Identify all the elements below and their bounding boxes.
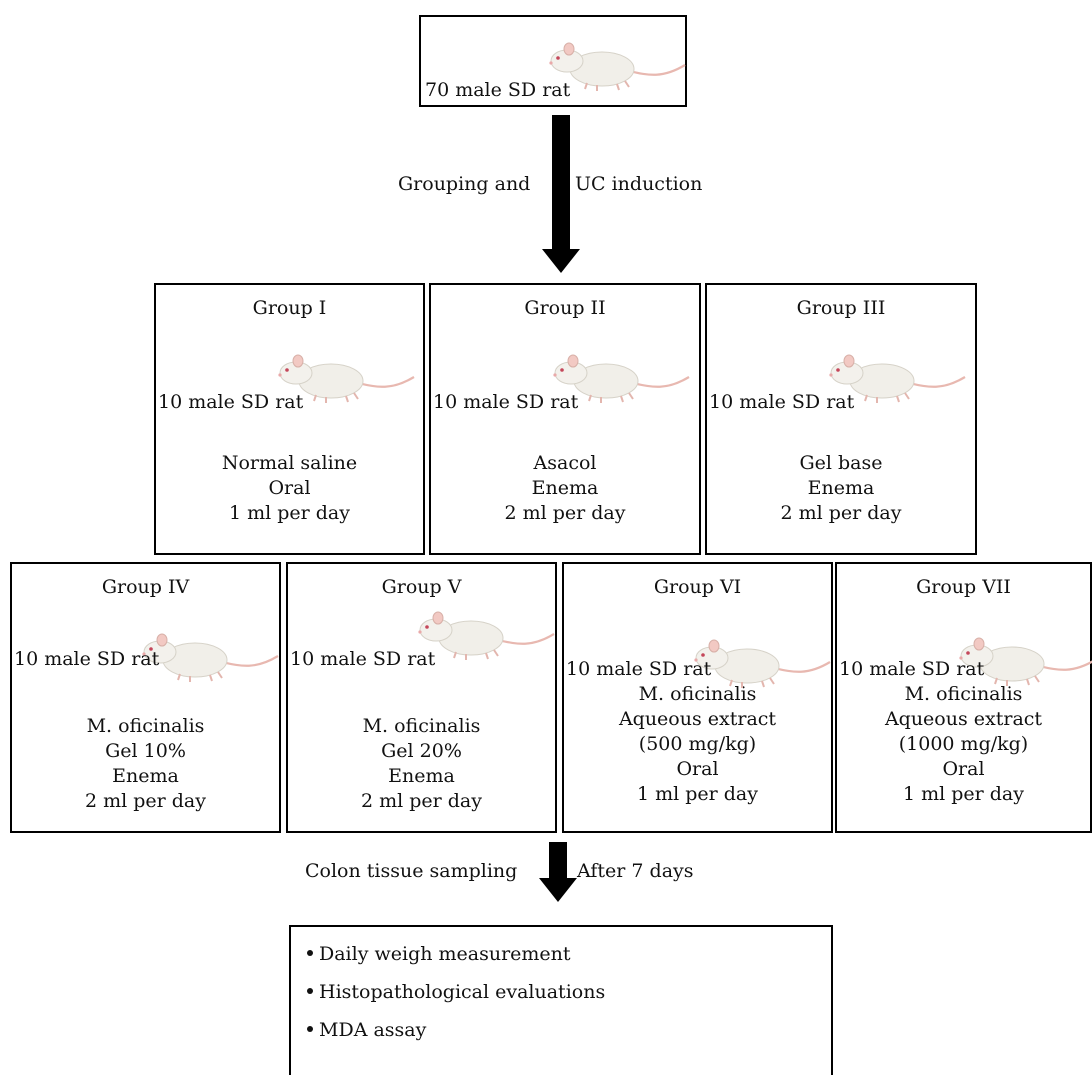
treatment-line: Aqueous extract bbox=[618, 708, 777, 730]
list-item: MDA assay bbox=[307, 1011, 605, 1049]
down-arrow bbox=[542, 115, 580, 273]
list-item: Daily weigh measurement bbox=[307, 935, 605, 973]
treatment-line: 2 ml per day bbox=[504, 502, 626, 524]
group-treatment: M. oficinalis Aqueous extract (500 mg/kg… bbox=[564, 682, 831, 807]
treatment-line: Gel 10% bbox=[105, 740, 186, 762]
group-treatment: Normal saline Oral 1 ml per day bbox=[156, 451, 423, 526]
outcomes-list: Daily weigh measurement Histopathologica… bbox=[307, 935, 605, 1049]
treatment-line: Enema bbox=[531, 477, 599, 499]
treatment-line: M. oficinalis bbox=[362, 715, 481, 737]
group-treatment: M. oficinalis Aqueous extract (1000 mg/k… bbox=[837, 682, 1090, 807]
treatment-line: 1 ml per day bbox=[636, 783, 758, 805]
group-rat-label: 10 male SD rat bbox=[158, 391, 304, 413]
group-box: Group V 10 male SD rat M. oficinalis Gel… bbox=[286, 562, 557, 833]
treatment-line: Oral bbox=[942, 758, 985, 780]
down-arrow bbox=[539, 842, 577, 902]
group-box: Group IV 10 male SD rat M. oficinalis Ge… bbox=[10, 562, 281, 833]
bullet-icon bbox=[307, 988, 313, 994]
outcomes-box: Daily weigh measurement Histopathologica… bbox=[289, 925, 833, 1075]
group-rat-label: 10 male SD rat bbox=[14, 648, 160, 670]
treatment-line: M. oficinalis bbox=[904, 683, 1023, 705]
top-rat-label: 70 male SD rat bbox=[425, 79, 571, 101]
treatment-line: Asacol bbox=[533, 452, 597, 474]
group-title: Group VII bbox=[916, 576, 1011, 598]
treatment-line: Enema bbox=[388, 765, 455, 787]
group-title: Group I bbox=[252, 297, 327, 319]
outcome-text: Histopathological evaluations bbox=[319, 981, 606, 1003]
treatment-line: Gel 20% bbox=[381, 740, 462, 762]
group-rat-label: 10 male SD rat bbox=[566, 658, 712, 680]
treatment-line: Aqueous extract bbox=[884, 708, 1043, 730]
treatment-line: Enema bbox=[112, 765, 179, 787]
arrow2-left-label: Colon tissue sampling bbox=[305, 860, 518, 882]
group-title: Group IV bbox=[101, 576, 190, 598]
group-box: Group III 10 male SD rat Gel base Enema … bbox=[705, 283, 977, 555]
group-treatment: M. oficinalis Gel 20% Enema 2 ml per day bbox=[288, 714, 555, 814]
treatment-line: 2 ml per day bbox=[360, 790, 482, 812]
group-box: Group II 10 male SD rat Asacol Enema 2 m… bbox=[429, 283, 701, 555]
group-rat-label: 10 male SD rat bbox=[839, 658, 985, 680]
group-rat-label: 10 male SD rat bbox=[433, 391, 579, 413]
group-box: Group VI 10 male SD rat M. oficinalis Aq… bbox=[562, 562, 833, 833]
group-title: Group VI bbox=[653, 576, 742, 598]
arrow1-left-label: Grouping and bbox=[398, 173, 531, 195]
treatment-line: M. oficinalis bbox=[86, 715, 205, 737]
treatment-line: Gel base bbox=[799, 452, 883, 474]
treatment-line: M. oficinalis bbox=[638, 683, 757, 705]
treatment-line: (1000 mg/kg) bbox=[898, 733, 1029, 755]
treatment-line: Enema bbox=[807, 477, 875, 499]
treatment-line: (500 mg/kg) bbox=[638, 733, 757, 755]
list-item: Histopathological evaluations bbox=[307, 973, 605, 1011]
group-box: Group VII 10 male SD rat M. oficinalis A… bbox=[835, 562, 1092, 833]
group-title: Group II bbox=[524, 297, 606, 319]
treatment-line: Oral bbox=[268, 477, 311, 499]
group-title: Group III bbox=[796, 297, 886, 319]
group-treatment: Asacol Enema 2 ml per day bbox=[431, 451, 699, 526]
group-box: Group I 10 male SD rat Normal saline Ora… bbox=[154, 283, 425, 555]
group-treatment: Gel base Enema 2 ml per day bbox=[707, 451, 975, 526]
treatment-line: Oral bbox=[676, 758, 719, 780]
treatment-line: 1 ml per day bbox=[902, 783, 1024, 805]
bullet-icon bbox=[307, 950, 313, 956]
treatment-line: 2 ml per day bbox=[780, 502, 902, 524]
treatment-line: 1 ml per day bbox=[228, 502, 350, 524]
outcome-text: MDA assay bbox=[319, 1019, 427, 1041]
group-treatment: M. oficinalis Gel 10% Enema 2 ml per day bbox=[12, 714, 279, 814]
arrow2-right-label: After 7 days bbox=[577, 860, 694, 882]
outcome-text: Daily weigh measurement bbox=[319, 943, 571, 965]
arrow1-right-label: UC induction bbox=[575, 173, 703, 195]
top-box: 70 male SD rat bbox=[419, 15, 687, 107]
treatment-line: Normal saline bbox=[221, 452, 358, 474]
group-title: Group V bbox=[381, 576, 462, 598]
group-rat-label: 10 male SD rat bbox=[290, 648, 436, 670]
group-rat-label: 10 male SD rat bbox=[709, 391, 855, 413]
treatment-line: 2 ml per day bbox=[84, 790, 206, 812]
bullet-icon bbox=[307, 1026, 313, 1032]
